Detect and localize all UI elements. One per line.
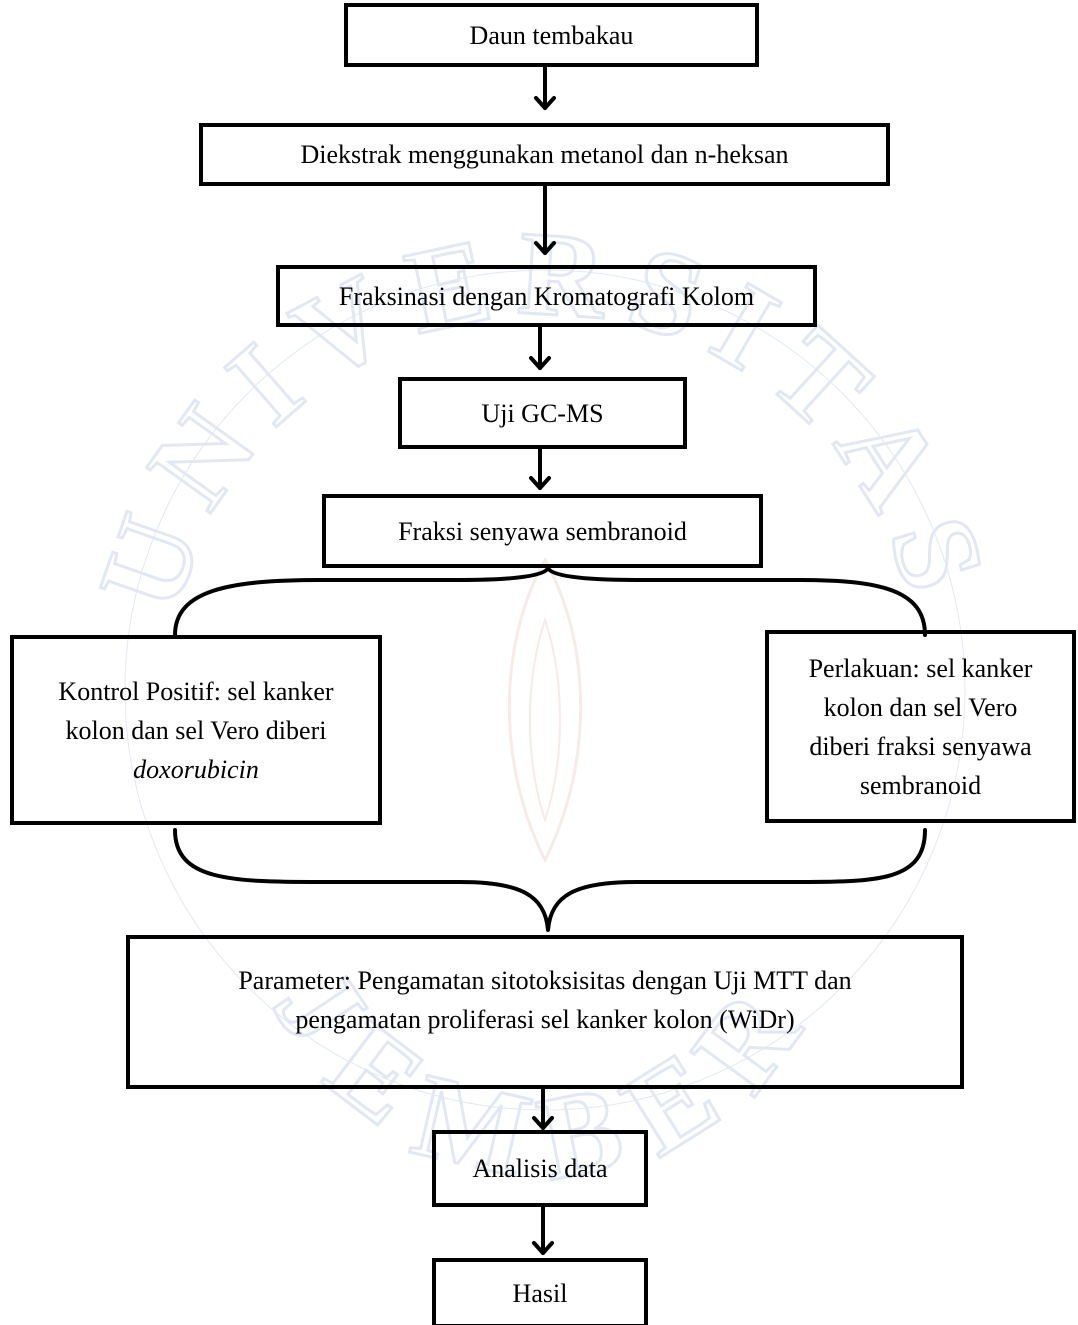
- box-cembranoid-fraction-label: Fraksi senyawa sembranoid: [398, 516, 687, 546]
- treatment-line-1: Perlakuan: sel kanker: [808, 653, 1033, 683]
- box-positive-control: Kontrol Positif: sel kanker kolon dan se…: [10, 635, 382, 825]
- box-gcms-test-label: Uji GC-MS: [481, 398, 604, 428]
- box-data-analysis-label: Analisis data: [472, 1154, 608, 1183]
- box-extraction-label: Diekstrak menggunakan metanol dan n-heks…: [300, 140, 789, 169]
- box-data-analysis: Analisis data: [432, 1130, 648, 1207]
- arrowhead-fraction-to-gcms: [529, 356, 551, 370]
- arrowhead-gcms-to-cembranoid: [529, 476, 551, 490]
- parameter-line-2: pengamatan proliferasi sel kanker kolon …: [295, 1005, 795, 1034]
- treatment-line-4: sembranoid: [859, 770, 982, 800]
- box-tobacco-leaf: Daun tembakau: [344, 3, 759, 67]
- box-column-fractionation: Fraksinasi dengan Kromatografi Kolom: [276, 265, 817, 327]
- watermark-inner-flame: [529, 616, 561, 824]
- arrowhead-extract-to-fraction: [534, 241, 556, 255]
- treatment-line-3: diberi fraksi senyawa: [809, 731, 1032, 761]
- arrowhead-leaf-to-extract: [534, 96, 556, 110]
- box-result: Hasil: [432, 1258, 648, 1325]
- positive-control-line-1: Kontrol Positif: sel kanker: [58, 676, 334, 706]
- positive-control-drug-name: doxorubicin: [133, 754, 259, 784]
- box-tobacco-leaf-label: Daun tembakau: [469, 20, 634, 50]
- parameter-line-1: Parameter: Pengamatan sitotoksisitas den…: [238, 966, 852, 995]
- watermark-flame-emblem: [507, 556, 583, 864]
- box-column-fractionation-label: Fraksinasi dengan Kromatografi Kolom: [338, 281, 755, 311]
- box-treatment: Perlakuan: sel kanker kolon dan sel Vero…: [765, 630, 1076, 823]
- box-cembranoid-fraction: Fraksi senyawa sembranoid: [322, 494, 763, 568]
- split-brace: [173, 566, 927, 637]
- box-result-label: Hasil: [512, 1278, 568, 1308]
- box-gcms-test: Uji GC-MS: [398, 377, 687, 449]
- arrowhead-parameter-to-analysis: [532, 1116, 554, 1130]
- positive-control-line-2: kolon dan sel Vero diberi: [65, 715, 327, 745]
- box-parameter: Parameter: Pengamatan sitotoksisitas den…: [126, 935, 964, 1089]
- merge-brace: [173, 828, 927, 932]
- treatment-line-2: kolon dan sel Vero: [823, 692, 1018, 722]
- box-extraction: Diekstrak menggunakan metanol dan n-heks…: [199, 123, 890, 186]
- arrowhead-analysis-to-result: [532, 1241, 554, 1255]
